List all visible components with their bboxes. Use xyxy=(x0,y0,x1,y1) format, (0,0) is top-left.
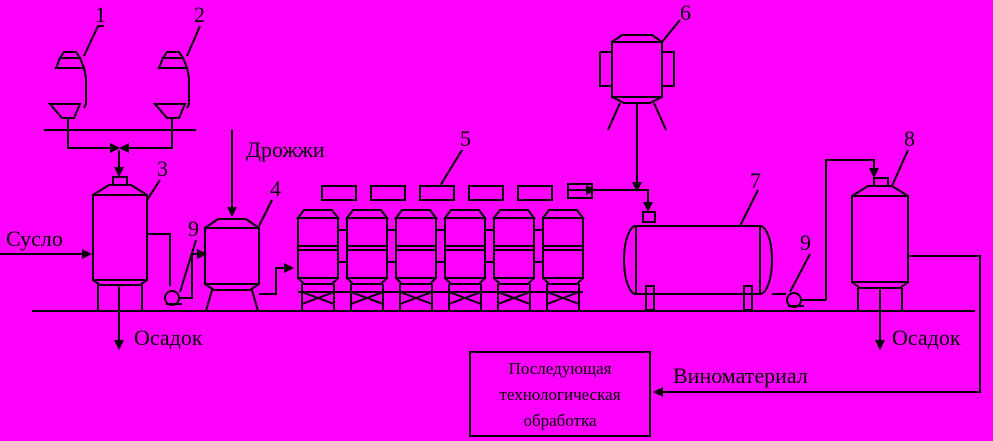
battery-brace xyxy=(350,291,384,305)
hopper-pipe-2 xyxy=(134,118,173,149)
pump-9-left xyxy=(164,290,184,306)
battery-bottom xyxy=(346,277,388,285)
battery-top xyxy=(296,209,340,219)
output-box-line-3: обработка xyxy=(523,411,597,430)
label-9-left: 9 xyxy=(188,216,199,241)
battery-upper-section xyxy=(346,217,388,247)
battery-cap xyxy=(419,185,455,201)
label-1: 1 xyxy=(95,2,106,27)
label-8: 8 xyxy=(904,126,915,151)
battery-lower-section xyxy=(444,249,486,279)
output-box-line-2: технологическая xyxy=(499,385,620,404)
battery-upper-section xyxy=(493,217,535,247)
output-box xyxy=(469,351,651,437)
label-3: 3 xyxy=(157,156,168,181)
output-box-line-1: Последующая xyxy=(509,359,612,378)
battery-lower-section xyxy=(395,249,437,279)
label-7: 7 xyxy=(750,168,761,193)
vessel-6 xyxy=(599,34,675,185)
hopper-pipe xyxy=(67,118,104,149)
battery-brace xyxy=(399,291,433,305)
battery-cap xyxy=(517,185,553,201)
pump-9-right xyxy=(786,292,826,308)
label-5: 5 xyxy=(460,126,471,151)
battery-cap xyxy=(321,185,357,201)
battery-top xyxy=(443,209,487,219)
battery-bottom xyxy=(493,277,535,285)
battery-upper-section xyxy=(395,217,437,247)
battery-lower-section xyxy=(493,249,535,279)
battery-lower-section xyxy=(346,249,388,279)
battery-bottom xyxy=(444,277,486,285)
battery-top xyxy=(345,209,389,219)
label-9-right: 9 xyxy=(800,230,811,255)
sediment-right-label: Осадок xyxy=(892,325,961,350)
battery-top xyxy=(492,209,536,219)
storage-tank-7 xyxy=(623,211,773,311)
yeast-tank-4 xyxy=(204,218,260,312)
sediment-left-label: Осадок xyxy=(134,325,203,350)
label-4: 4 xyxy=(270,176,281,201)
battery-bottom xyxy=(542,277,584,285)
battery-brace xyxy=(448,291,482,305)
battery-bottom xyxy=(395,277,437,285)
battery-upper-section xyxy=(297,217,339,247)
tank-8 xyxy=(851,177,909,311)
battery-brace xyxy=(497,291,531,305)
fermentation-battery-5 xyxy=(296,183,593,311)
battery-brace xyxy=(301,291,335,305)
label-6: 6 xyxy=(680,0,691,25)
battery-top xyxy=(541,209,585,219)
battery-cap xyxy=(370,185,406,201)
label-2: 2 xyxy=(194,2,205,27)
battery-brace xyxy=(546,291,580,305)
yeast-label: Дрожжи xyxy=(246,137,325,162)
battery-upper-section xyxy=(444,217,486,247)
battery-bottom xyxy=(297,277,339,285)
battery-lower-section xyxy=(542,249,584,279)
battery-top xyxy=(394,209,438,219)
battery-lower-section xyxy=(297,249,339,279)
wine-material-label: Виноматериал xyxy=(673,363,808,388)
battery-upper-section xyxy=(542,217,584,247)
wort-label: Сусло xyxy=(6,226,63,251)
battery-cap xyxy=(468,185,504,201)
